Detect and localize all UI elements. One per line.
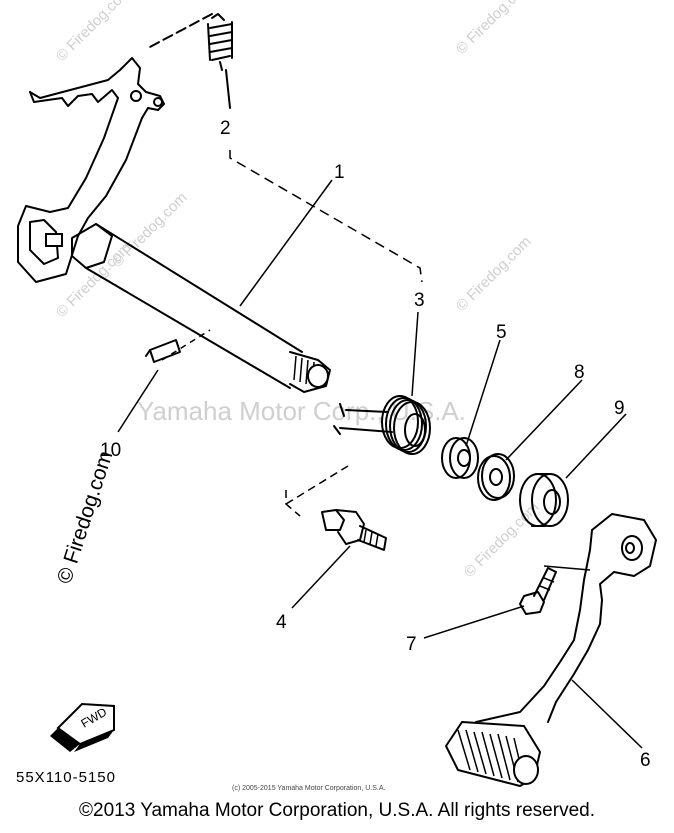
watermark-top-right: © Firedog.com bbox=[453, 0, 535, 58]
callout-labels: 1 2 3 4 5 6 7 8 9 10 bbox=[100, 118, 651, 771]
leader-3 bbox=[411, 311, 419, 397]
leader-4 bbox=[291, 545, 351, 609]
callout-4: 4 bbox=[276, 612, 287, 633]
leader-5 bbox=[465, 339, 501, 447]
watermark-top-left: © Firedog.com bbox=[53, 0, 135, 65]
watermark-layer: © Firedog.com © Firedog.com © Firedog.co… bbox=[53, 0, 543, 581]
shift-pedal-part-6 bbox=[445, 513, 657, 787]
callout-5: 5 bbox=[496, 322, 507, 343]
dowel-pin-part-10 bbox=[145, 339, 181, 363]
watermark-right-center: © Firedog.com bbox=[461, 499, 543, 581]
watermark-mid-right: © Firedog.com bbox=[453, 233, 535, 315]
leader-2 bbox=[229, 150, 423, 283]
shift-shaft-part-1 bbox=[17, 57, 331, 393]
leader-lines bbox=[117, 150, 643, 749]
collar-part-5 bbox=[441, 437, 479, 479]
watermark-upper-center: © Firedog.com bbox=[109, 189, 191, 271]
bolt-part-7 bbox=[519, 567, 557, 615]
washer-part-8 bbox=[477, 453, 515, 501]
callout-1: 1 bbox=[334, 162, 345, 183]
oil-seal-part-9 bbox=[519, 473, 569, 527]
watermark-vertical: © Firedog.com bbox=[53, 448, 118, 586]
leader-10-dash bbox=[161, 329, 211, 361]
leader-3-dash bbox=[285, 465, 349, 505]
part-code: 55X110-5150 bbox=[16, 769, 116, 786]
leader-8 bbox=[505, 379, 583, 461]
callout-3: 3 bbox=[414, 290, 425, 311]
torsion-spring-part-3 bbox=[333, 395, 431, 455]
callout-8: 8 bbox=[574, 362, 585, 383]
return-spring-part-2 bbox=[147, 13, 233, 109]
fwd-arrow-icon: FWD bbox=[50, 702, 115, 752]
stopper-bolt-part-4 bbox=[321, 509, 387, 551]
callout-6: 6 bbox=[640, 750, 651, 771]
callout-7: 7 bbox=[406, 634, 417, 655]
fine-print: (c) 2005-2015 Yamaha Motor Corporation, … bbox=[232, 785, 385, 792]
callout-2: 2 bbox=[220, 118, 231, 139]
callout-9: 9 bbox=[614, 398, 625, 419]
leader-7 bbox=[423, 605, 525, 639]
leader-9 bbox=[565, 413, 627, 479]
leader-10 bbox=[117, 369, 159, 433]
copyright-footer: ©2013 Yamaha Motor Corporation, U.S.A. A… bbox=[79, 800, 595, 821]
callout-10: 10 bbox=[100, 440, 121, 461]
leader-1 bbox=[239, 179, 333, 307]
leader-6 bbox=[571, 679, 643, 749]
leader-7b bbox=[543, 565, 591, 571]
